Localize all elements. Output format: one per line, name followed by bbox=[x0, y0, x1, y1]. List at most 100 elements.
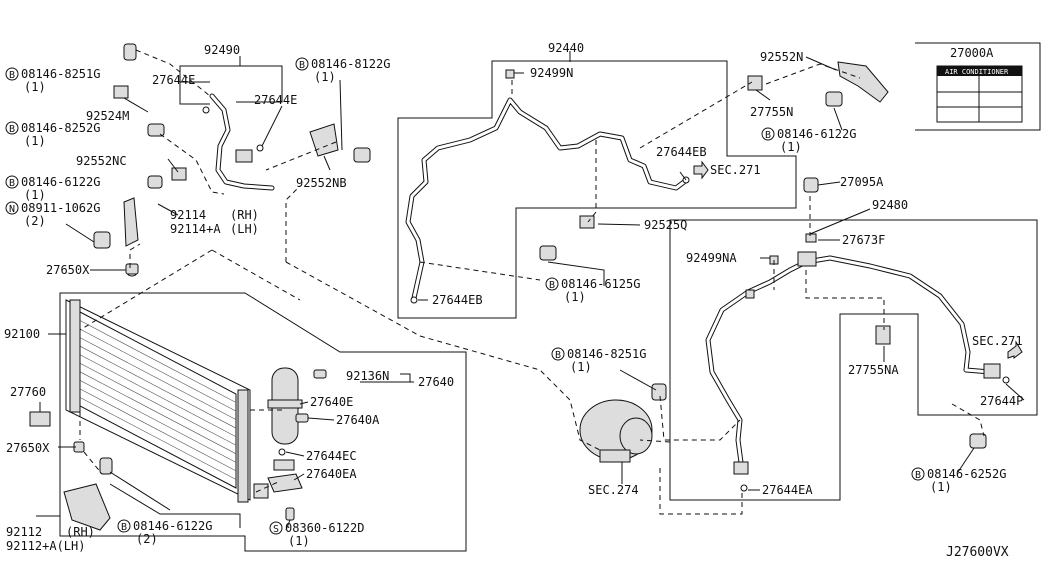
bolt-prefix-circle bbox=[545, 277, 559, 291]
bolt-prefix: N bbox=[9, 204, 15, 215]
bolt-code: 08146-8122G bbox=[311, 57, 390, 71]
bolt-callout-08146-8251G: B 08146-8251G(1) bbox=[5, 67, 100, 94]
bolt-code: 08146-8252G bbox=[21, 121, 100, 135]
bolt-code: 08146-6125G bbox=[561, 277, 640, 291]
bolt-prefix: B bbox=[9, 178, 15, 189]
callout-92100: 92100 bbox=[4, 327, 40, 341]
bracket-92552NB bbox=[309, 123, 339, 157]
frame-92440 bbox=[397, 60, 797, 319]
callout-92552N: 92552N bbox=[760, 50, 803, 64]
bolt-code: 08146-6122G bbox=[777, 127, 856, 141]
pipe-92440 bbox=[405, 97, 687, 301]
callout-sec274: SEC.274 bbox=[588, 483, 639, 497]
bolt-prefix: B bbox=[555, 350, 561, 361]
callout-92114A: 92114+A bbox=[170, 222, 221, 236]
bolt-callout-08146-8251G: B 08146-8251G(1) bbox=[551, 347, 646, 374]
bolt-qty: (1) bbox=[930, 480, 952, 494]
bolt-prefix: B bbox=[9, 124, 15, 135]
callout-27640A: 27640A bbox=[336, 413, 380, 427]
pipe-92490 bbox=[209, 93, 275, 191]
callout-27673F: 27673F bbox=[842, 233, 885, 247]
bolt-prefix-circle bbox=[269, 521, 283, 535]
callout-27760: 27760 bbox=[10, 385, 46, 399]
condenser-92100 bbox=[65, 299, 251, 503]
callout-92112: 92112 bbox=[6, 525, 42, 539]
compressor bbox=[579, 399, 653, 463]
bolt-qty: (1) bbox=[570, 360, 592, 374]
frame-condenser bbox=[59, 292, 467, 552]
callout-92114-rh: (RH) bbox=[230, 208, 259, 222]
callout-92490: 92490 bbox=[204, 43, 240, 57]
bolt-qty: (2) bbox=[136, 532, 158, 546]
bolt-qty: (1) bbox=[564, 290, 586, 304]
bolt-prefix-circle bbox=[295, 57, 309, 71]
callout-92525Q: 92525Q bbox=[644, 218, 687, 232]
callout-27640E: 27640E bbox=[310, 395, 353, 409]
bolt-qty: (1) bbox=[24, 134, 46, 148]
bracket-92112 bbox=[63, 483, 111, 531]
callout-27644EA-b: 27644EA bbox=[762, 483, 813, 497]
bolt-code: 08146-6122G bbox=[133, 519, 212, 533]
bolt-callout-08360-6122D: S 08360-6122D(1) bbox=[269, 521, 364, 548]
bolt-prefix: B bbox=[9, 70, 15, 81]
callout-27644E-b: 27644E bbox=[254, 93, 297, 107]
bolt-prefix: S bbox=[273, 524, 279, 535]
callout-27644EC: 27644EC bbox=[306, 449, 357, 463]
callout-92524M: 92524M bbox=[86, 109, 129, 123]
label-box: 27000A AIR CONDITIONER bbox=[936, 46, 1023, 123]
dashed-leaders bbox=[79, 49, 985, 515]
callout-27644EB-a: 27644EB bbox=[656, 145, 707, 159]
bolt-callout-08146-8122G: B 08146-8122G(1) bbox=[295, 57, 390, 84]
label-box-part-no: 27000A bbox=[950, 46, 994, 60]
callout-27644EB-b: 27644EB bbox=[432, 293, 483, 307]
bolt-code: 08146-8251G bbox=[21, 67, 100, 81]
callout-92552NB: 92552NB bbox=[296, 176, 347, 190]
bolt-code: 08146-6122G bbox=[21, 175, 100, 189]
bolt-callout-08146-6122G: B 08146-6122G(1) bbox=[5, 175, 100, 202]
callout-92480: 92480 bbox=[872, 198, 908, 212]
callout-27644P: 27644P bbox=[980, 394, 1023, 408]
callout-92112-rh: (RH) bbox=[66, 525, 95, 539]
receiver-drier-27640 bbox=[267, 367, 303, 493]
leader-lines bbox=[36, 51, 1025, 531]
bolt-prefix-circle bbox=[5, 67, 19, 81]
bolt-prefix-circle bbox=[911, 467, 925, 481]
callout-27755NA: 27755NA bbox=[848, 363, 899, 377]
frame-92480 bbox=[669, 219, 1038, 501]
small-parts bbox=[73, 43, 1010, 521]
callout-92114: 92114 bbox=[170, 208, 206, 222]
sensor-27760 bbox=[29, 411, 51, 427]
bolt-prefix-circle bbox=[5, 121, 19, 135]
bolt-code: 08146-6252G bbox=[927, 467, 1006, 481]
bolt-prefix-circle bbox=[551, 347, 565, 361]
callout-27640: 27640 bbox=[418, 375, 454, 389]
callout-92552NC: 92552NC bbox=[76, 154, 127, 168]
bolt-qty: (1) bbox=[24, 188, 46, 202]
bolt-code: 08360-6122D bbox=[285, 521, 364, 535]
label-box-frame bbox=[915, 42, 1041, 131]
pipe-92480 bbox=[705, 251, 1001, 475]
bolt-qty: (1) bbox=[24, 80, 46, 94]
callouts: 92490 27644E 27644E 92524M 92552NC 92552… bbox=[4, 41, 1023, 560]
bolt-prefix: B bbox=[549, 280, 555, 291]
bolt-code: 08146-8251G bbox=[567, 347, 646, 361]
bolt-callout-08146-6122G: B 08146-6122G(1) bbox=[761, 127, 856, 154]
bolt-prefix-circle bbox=[117, 519, 131, 533]
callout-27640EA: 27640EA bbox=[306, 467, 357, 481]
callout-sec271-a: SEC.271 bbox=[710, 163, 761, 177]
callout-sec271-b: SEC.271 bbox=[972, 334, 1023, 348]
callout-27755N: 27755N bbox=[750, 105, 793, 119]
bolt-prefix-circle bbox=[5, 175, 19, 189]
bolt-qty: (1) bbox=[780, 140, 802, 154]
bolt-qty: (1) bbox=[288, 534, 310, 548]
bolt-prefix: B bbox=[299, 60, 305, 71]
callout-92136N: 92136N bbox=[346, 369, 389, 383]
bolt-qty: (1) bbox=[314, 70, 336, 84]
bolt-callout-08146-6125G: B 08146-6125G(1) bbox=[545, 277, 640, 304]
bolt-callout-08146-8252G: B 08146-8252G(1) bbox=[5, 121, 100, 148]
bolt-prefix: B bbox=[765, 130, 771, 141]
